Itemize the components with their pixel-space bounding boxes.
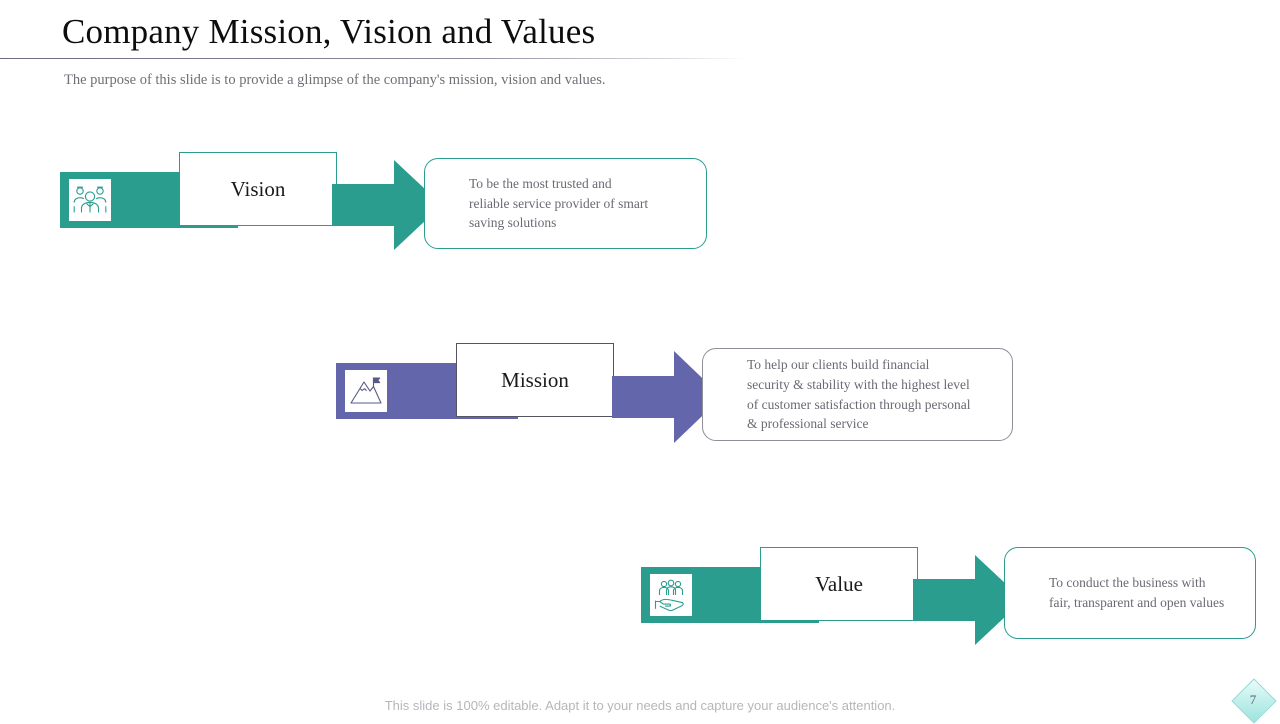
page-badge: 7 [1231, 678, 1277, 724]
value-label: Value [815, 571, 863, 596]
title-divider [0, 58, 746, 59]
value-label-box[interactable]: Value [760, 547, 918, 621]
mission-description: To help our clients build financial secu… [747, 357, 971, 432]
mission-description-box: To help our clients build financial secu… [702, 348, 1013, 441]
group-of-people-icon [69, 179, 111, 221]
page-title: Company Mission, Vision and Values [62, 12, 596, 51]
page-number: 7 [1249, 692, 1257, 707]
value-description-box: To conduct the business with fair, trans… [1004, 547, 1256, 639]
vision-label-box[interactable]: Vision [179, 152, 337, 226]
value-arrow-icon [913, 555, 1023, 645]
page-subtitle: The purpose of this slide is to provide … [64, 72, 606, 88]
mountain-flag-icon [345, 370, 387, 412]
vision-arrow-icon [332, 160, 442, 250]
mission-row: Mission To help our clients build financ… [336, 343, 1026, 453]
mission-label: Mission [501, 367, 569, 392]
vision-label: Vision [230, 176, 286, 201]
value-row: Value To conduct the business with fair,… [641, 547, 1256, 647]
value-description: To conduct the business with fair, trans… [1049, 575, 1225, 610]
vision-description: To be the most trusted and reliable serv… [469, 176, 649, 231]
hand-holding-people-icon [650, 574, 692, 616]
mission-arrow-icon [612, 351, 722, 443]
footer-note: This slide is 100% editable. Adapt it to… [384, 698, 896, 713]
mission-label-box[interactable]: Mission [456, 343, 614, 417]
vision-row: Vision To be the most trusted and reliab… [60, 152, 720, 257]
vision-description-box: To be the most trusted and reliable serv… [424, 158, 707, 249]
